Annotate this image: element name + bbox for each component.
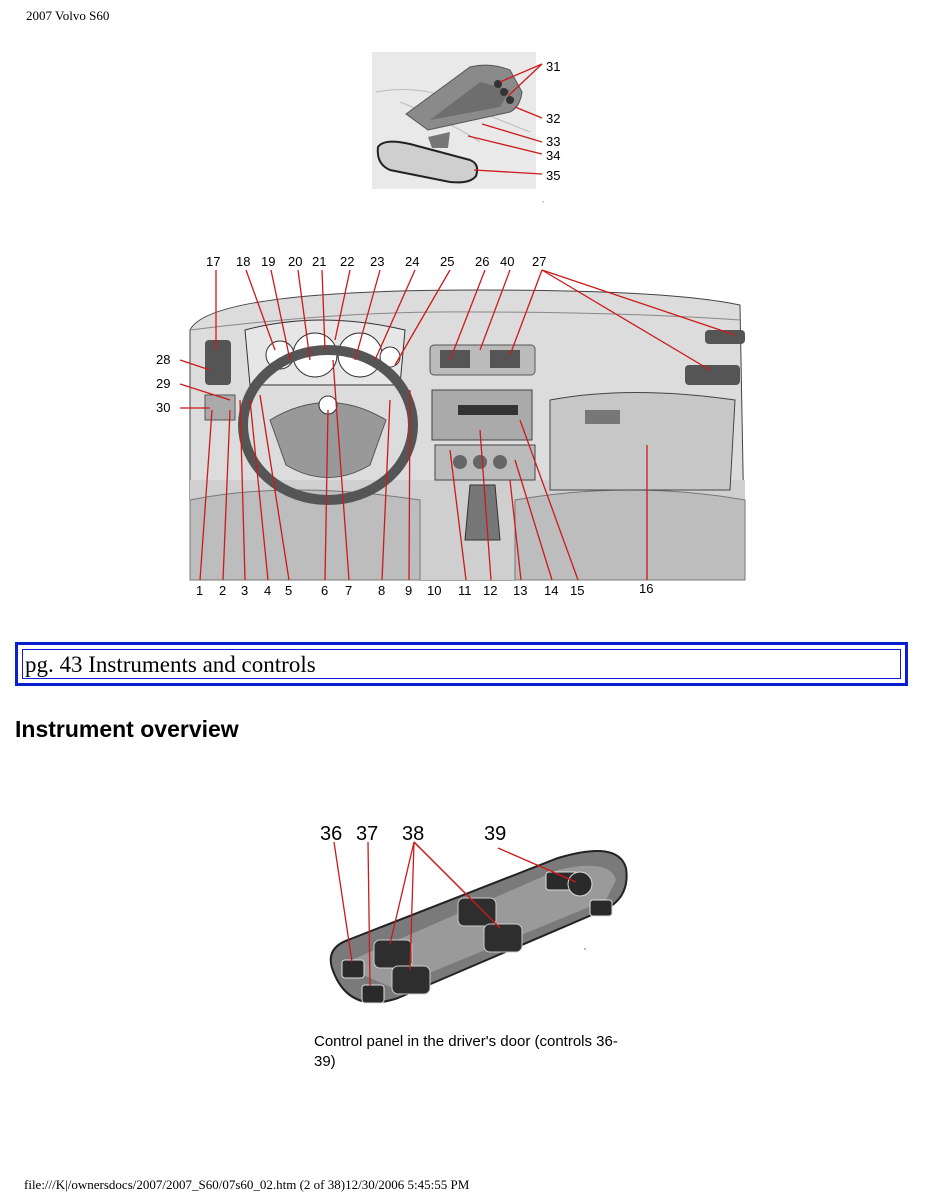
callout-6: 6	[321, 583, 328, 598]
callout-13: 13	[513, 583, 527, 598]
dashboard-figure: 17 18 19 20 21 22 23 24 25 26 40 27 28 2…	[156, 254, 746, 598]
callout-7: 7	[345, 583, 352, 598]
callout-29: 29	[156, 376, 170, 391]
document-footer: file:///K|/ownersdocs/2007/2007_S60/07s6…	[24, 1177, 470, 1192]
callout-37: 37	[356, 823, 378, 845]
callout-30: 30	[156, 400, 170, 415]
callout-40: 40	[500, 254, 514, 269]
callout-1: 1	[196, 583, 203, 598]
callout-28: 28	[156, 352, 170, 367]
callout-12: 12	[483, 583, 497, 598]
callout-3: 3	[241, 583, 248, 598]
callout-35: 35	[546, 168, 560, 183]
overhead-console-figure: * 31 32 33 34 35	[372, 52, 560, 205]
door-control-panel-figure: * 36 37 38 39	[320, 823, 628, 1004]
callout-26: 26	[475, 254, 489, 269]
callout-25: 25	[440, 254, 454, 269]
callout-2: 2	[219, 583, 226, 598]
callout-36: 36	[320, 823, 342, 845]
callout-23: 23	[370, 254, 384, 269]
callout-34: 34	[546, 148, 560, 163]
callout-20: 20	[288, 254, 302, 269]
callout-14: 14	[544, 583, 558, 598]
callout-5: 5	[285, 583, 292, 598]
callout-17: 17	[206, 254, 220, 269]
page-reference-text: pg. 43 Instruments and controls	[22, 649, 901, 679]
callout-33: 33	[546, 134, 560, 149]
callout-19: 19	[261, 254, 275, 269]
svg-text:*: *	[584, 948, 586, 954]
dashboard-pointer-lines	[179, 269, 736, 581]
callout-9: 9	[405, 583, 412, 598]
callout-15: 15	[570, 583, 584, 598]
callout-24: 24	[405, 254, 419, 269]
section-heading: Instrument overview	[15, 716, 239, 742]
callout-31: 31	[546, 59, 560, 74]
callout-10: 10	[427, 583, 441, 598]
callout-16: 16	[639, 581, 653, 596]
page-reference-box: pg. 43 Instruments and controls	[15, 642, 908, 686]
callout-18: 18	[236, 254, 250, 269]
callout-4: 4	[264, 583, 271, 598]
figure-caption: Control panel in the driver's door (cont…	[314, 1033, 618, 1070]
callout-8: 8	[378, 583, 385, 598]
callout-22: 22	[340, 254, 354, 269]
callout-39: 39	[484, 823, 506, 845]
callout-11: 11	[458, 583, 472, 598]
callout-32: 32	[546, 111, 560, 126]
callout-27: 27	[532, 254, 546, 269]
callout-21: 21	[312, 254, 326, 269]
document-header: 2007 Volvo S60	[26, 8, 110, 23]
callout-38: 38	[402, 823, 424, 845]
svg-text:*: *	[542, 200, 544, 205]
